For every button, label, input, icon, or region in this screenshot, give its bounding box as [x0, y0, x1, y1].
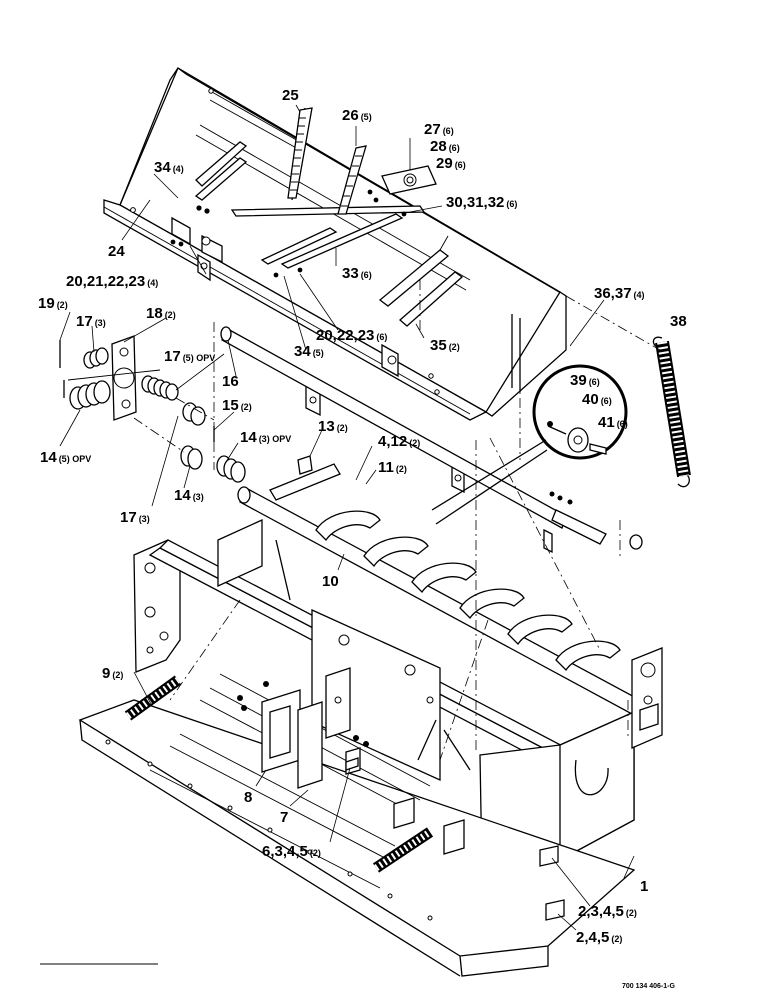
- leader-lines: [59, 104, 635, 931]
- washer-stack-upper: [83, 347, 109, 369]
- callout-40: 40(6): [582, 391, 612, 408]
- callout-13: 13(2): [318, 418, 348, 435]
- callout-4-12: 4,12(2): [378, 433, 420, 450]
- callout-16: 16: [222, 373, 239, 390]
- spring-9: [124, 675, 182, 721]
- callout-26: 26(5): [342, 107, 372, 124]
- callout-9: 9(2): [102, 665, 123, 682]
- callout-6-3-4-5: 6,3,4,5(2): [262, 843, 321, 860]
- spring-lower: [372, 827, 434, 873]
- callout-1: 1: [640, 878, 648, 895]
- washer-stack-mid: [141, 375, 206, 426]
- spring-38: [652, 336, 691, 488]
- callout-15: 15(2): [222, 397, 252, 414]
- callout-labels: 25 26(5) 27(6) 28(6) 29(6) 34(4) 30,31,3…: [38, 87, 687, 946]
- callout-39: 39(6): [570, 372, 600, 389]
- callout-14: 14(3): [174, 487, 204, 504]
- callout-11: 11(2): [378, 459, 407, 476]
- washer-stack-bottom: [180, 445, 246, 483]
- callout-25: 25: [282, 87, 299, 104]
- bracket-7: [297, 701, 323, 789]
- roller-detail-bubble: [431, 364, 628, 525]
- callout-14-opv-lower: 14(5) OPV: [40, 449, 91, 466]
- callout-18: 18(2): [146, 305, 176, 322]
- callout-17-opv: 17(5) OPV: [164, 348, 215, 365]
- callout-2-4-5: 2,4,5(2): [576, 929, 622, 946]
- callout-33: 33(6): [342, 265, 372, 282]
- callout-17-lower: 17(3): [120, 509, 150, 526]
- callout-7: 7: [280, 809, 288, 826]
- shield-assembly: [103, 67, 567, 494]
- callout-10: 10: [322, 573, 339, 590]
- left-bearing-hardware: [59, 335, 246, 483]
- spring-25: [287, 107, 313, 201]
- callout-34-upper: 34(4): [154, 159, 184, 176]
- callout-30-31-32: 30,31,32(6): [446, 194, 517, 211]
- callout-27: 27(6): [424, 121, 454, 138]
- callout-20-22-23: 20,22,23(6): [316, 327, 387, 344]
- drawing-number: 700 134 406-1-G: [622, 983, 675, 990]
- bracket-8: [261, 689, 301, 773]
- callout-19: 19(2): [38, 295, 68, 312]
- callout-36-37: 36,37(4): [594, 285, 645, 302]
- rotor-10: [237, 455, 641, 715]
- callout-24: 24: [108, 243, 125, 260]
- callout-2-3-4-5: 2,3,4,5(2): [578, 903, 637, 920]
- callout-34-lower: 34(5): [294, 343, 324, 360]
- callout-35: 35(2): [430, 337, 460, 354]
- callout-8: 8: [244, 789, 252, 806]
- main-frame: [78, 280, 663, 977]
- callout-28: 28(6): [430, 138, 460, 155]
- shaft-16: [213, 318, 567, 529]
- callout-38: 38: [670, 313, 687, 330]
- callout-14-opv-upper: 14(3) OPV: [240, 429, 291, 446]
- callout-20-21-22-23: 20,21,22,23(4): [66, 273, 158, 290]
- washer-stack-lower: [69, 380, 111, 410]
- spring-26: [337, 145, 367, 215]
- callout-17-upper: 17(3): [76, 313, 106, 330]
- tension-bar-assembly: [170, 107, 464, 327]
- callout-29: 29(6): [436, 155, 466, 172]
- callout-41: 41(6): [598, 414, 628, 431]
- rotor-fingers: [315, 510, 621, 672]
